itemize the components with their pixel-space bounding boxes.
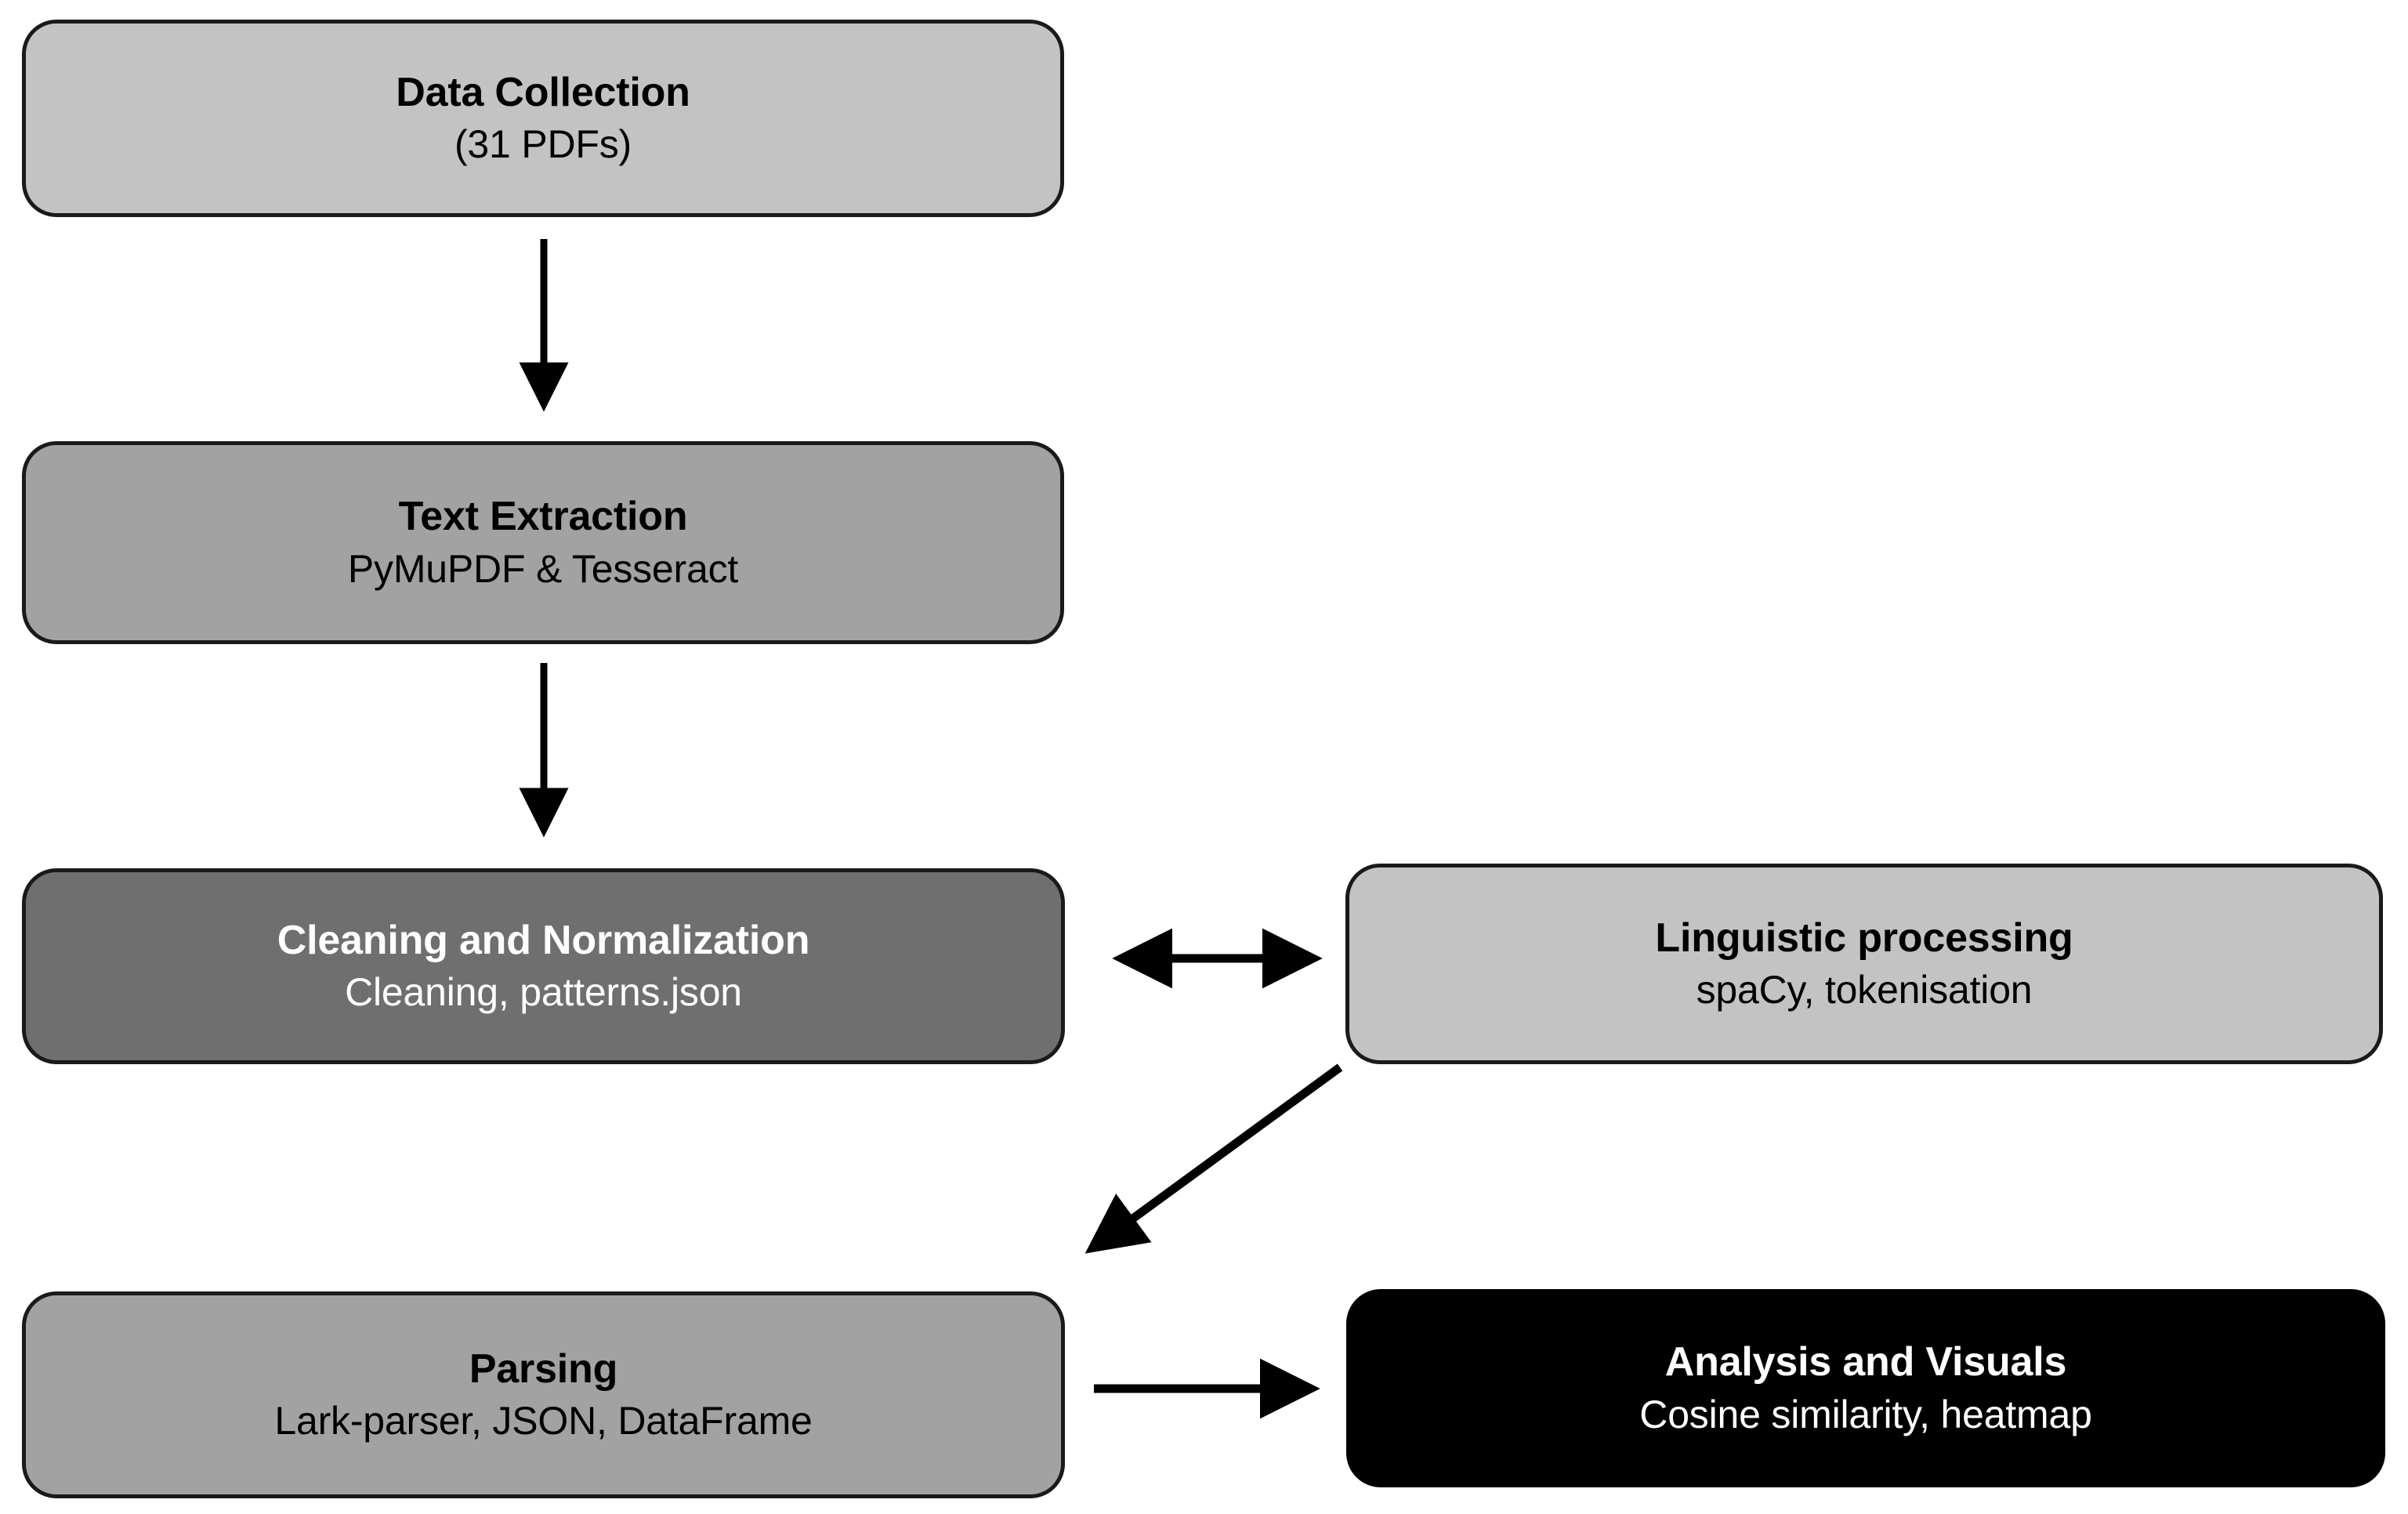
node-subtitle: (31 PDFs) [454,122,632,167]
node-subtitle: Cleaning, patterns.json [345,970,742,1015]
node-linguistic-processing[interactable]: Linguistic processing spaCy, tokenisatio… [1345,864,2383,1064]
node-subtitle: Cosine similarity, heatmap [1639,1392,2092,1436]
node-title: Parsing [469,1346,618,1392]
node-title: Text Extraction [398,494,688,540]
node-subtitle: PyMuPDF & Tesseract [347,546,739,591]
edge-linguistic-to-parsing [1085,1063,1343,1254]
node-title: Data Collection [396,69,690,115]
node-title: Cleaning and Normalization [277,917,810,963]
node-parsing[interactable]: Parsing Lark-parser, JSON, DataFrame [22,1291,1065,1498]
node-text-extraction[interactable]: Text Extraction PyMuPDF & Tesseract [22,441,1064,644]
node-title: Linguistic processing [1655,915,2073,961]
node-cleaning-and-normalization[interactable]: Cleaning and Normalization Cleaning, pat… [22,868,1065,1064]
node-data-collection[interactable]: Data Collection (31 PDFs) [22,20,1064,217]
node-subtitle: Lark-parser, JSON, DataFrame [274,1399,813,1443]
node-subtitle: spaCy, tokenisation [1696,968,2033,1012]
node-analysis-and-visuals[interactable]: Analysis and Visuals Cosine similarity, … [1346,1289,2385,1487]
node-title: Analysis and Visuals [1664,1339,2067,1385]
